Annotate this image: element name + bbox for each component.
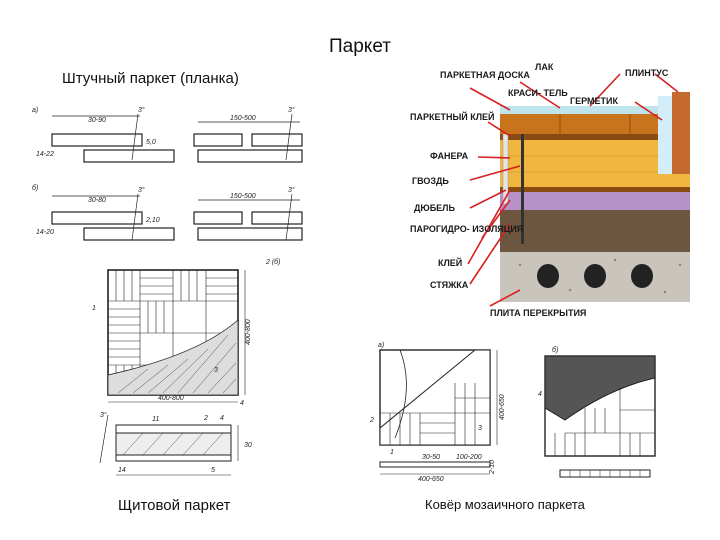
label-sealant: ГЕРМЕТИК (570, 96, 618, 106)
panel-angle: 3° (100, 411, 107, 419)
mosaic-parquet-drawing: а) б) 2 3 1 4 400-650 400-650 30-50 100-… (369, 342, 656, 483)
screed-layer (500, 210, 690, 252)
panel-n2: 2 (203, 415, 208, 422)
baseboard (672, 92, 690, 174)
caption-mosaic-parquet: Ковёр мозаичного паркета (425, 497, 585, 512)
panel-n3: 3 (214, 367, 218, 374)
caption-strip-parquet: Штучный паркет (планка) (62, 70, 239, 87)
panel-thick: 30 (244, 442, 252, 449)
label-dowel: ДЮБЕЛЬ (414, 203, 455, 213)
panel-n4b: 4 (220, 415, 224, 422)
mosaic-thick: 2-10 (489, 460, 496, 475)
mosaic-n3: 3 (478, 425, 482, 432)
b-width: 30-80 (88, 197, 106, 204)
label-plywood: ФАНЕРА (430, 151, 469, 161)
b-angle1: 3° (138, 186, 145, 194)
mosaic-n4: 4 (538, 391, 542, 398)
panel-size-h: 400-800 (158, 395, 184, 402)
panel-n1: 1 (92, 305, 96, 312)
parquet-layer (500, 114, 690, 134)
panel-n11: 11 (152, 416, 159, 423)
mosaic-size-a: 400-650 (499, 394, 506, 420)
page-title: Паркет (329, 36, 391, 57)
lacquer-layer (500, 106, 690, 114)
mosaic-dim2: 100-200 (456, 454, 482, 461)
label-glue1: ПАРКЕТНЫЙ КЛЕЙ (410, 111, 495, 122)
strip-parquet-drawing: а) б) 30-90 150-500 3° 3° 5,0 14-22 30-8… (32, 106, 303, 266)
label-b: б) (32, 184, 38, 192)
caption-panel-parquet: Щитовой паркет (118, 497, 231, 514)
mosaic-n2: 2 (369, 417, 374, 424)
label-parquet-board: ПАРКЕТНАЯ ДОСКА (440, 70, 530, 80)
b-length: 150-500 (230, 193, 256, 200)
a-thick: 5,0 (146, 139, 156, 146)
a-angle2: 3° (288, 106, 295, 114)
label-nail: ГВОЗДЬ (412, 176, 449, 186)
mosaic-size-h: 400-650 (418, 476, 444, 483)
mosaic-dim1: 30-50 (422, 454, 440, 461)
floor-layers-diagram: ПАРКЕТНАЯ ДОСКА ЛАК ПЛИНТУС КРАСИ- ТЕЛЬ … (410, 62, 690, 318)
label-slab: ПЛИТА ПЕРЕКРЫТИЯ (490, 308, 586, 318)
panel-size-v: 400-800 (245, 319, 252, 345)
label-screed: СТЯЖКА (430, 280, 469, 290)
a-length: 150-500 (230, 115, 256, 122)
a-side: 14-22 (36, 151, 54, 158)
mosaic-n1: 1 (390, 449, 394, 456)
label-lacquer: ЛАК (535, 62, 554, 72)
a-angle1: 3° (138, 106, 145, 114)
label-glue2: КЛЕЙ (438, 257, 462, 268)
vapor-layer (500, 192, 690, 210)
mosaic-label-b: б) (552, 346, 558, 354)
b-thick: 2,10 (145, 217, 160, 224)
label-paint: КРАСИ- ТЕЛЬ (508, 88, 568, 98)
sealant (658, 96, 672, 174)
a-width: 30-90 (88, 117, 106, 124)
label-vapor: ПАРОГИДРО- ИЗОЛЯЦИЯ (410, 224, 523, 234)
b-angle2: 3° (288, 186, 295, 194)
b-side: 14-20 (36, 229, 54, 236)
ref-label: 2 (б) (265, 258, 280, 266)
panel-n4: 4 (240, 400, 244, 407)
label-baseboard: ПЛИНТУС (625, 68, 669, 78)
mosaic-label-a: а) (378, 342, 384, 349)
panel-parquet-drawing: 1 3 4 400-800 400-800 3° 11 2 4 30 14 5 (92, 269, 252, 476)
panel-n14: 14 (118, 467, 126, 474)
label-a: а) (32, 107, 38, 114)
panel-n5: 5 (211, 467, 215, 474)
